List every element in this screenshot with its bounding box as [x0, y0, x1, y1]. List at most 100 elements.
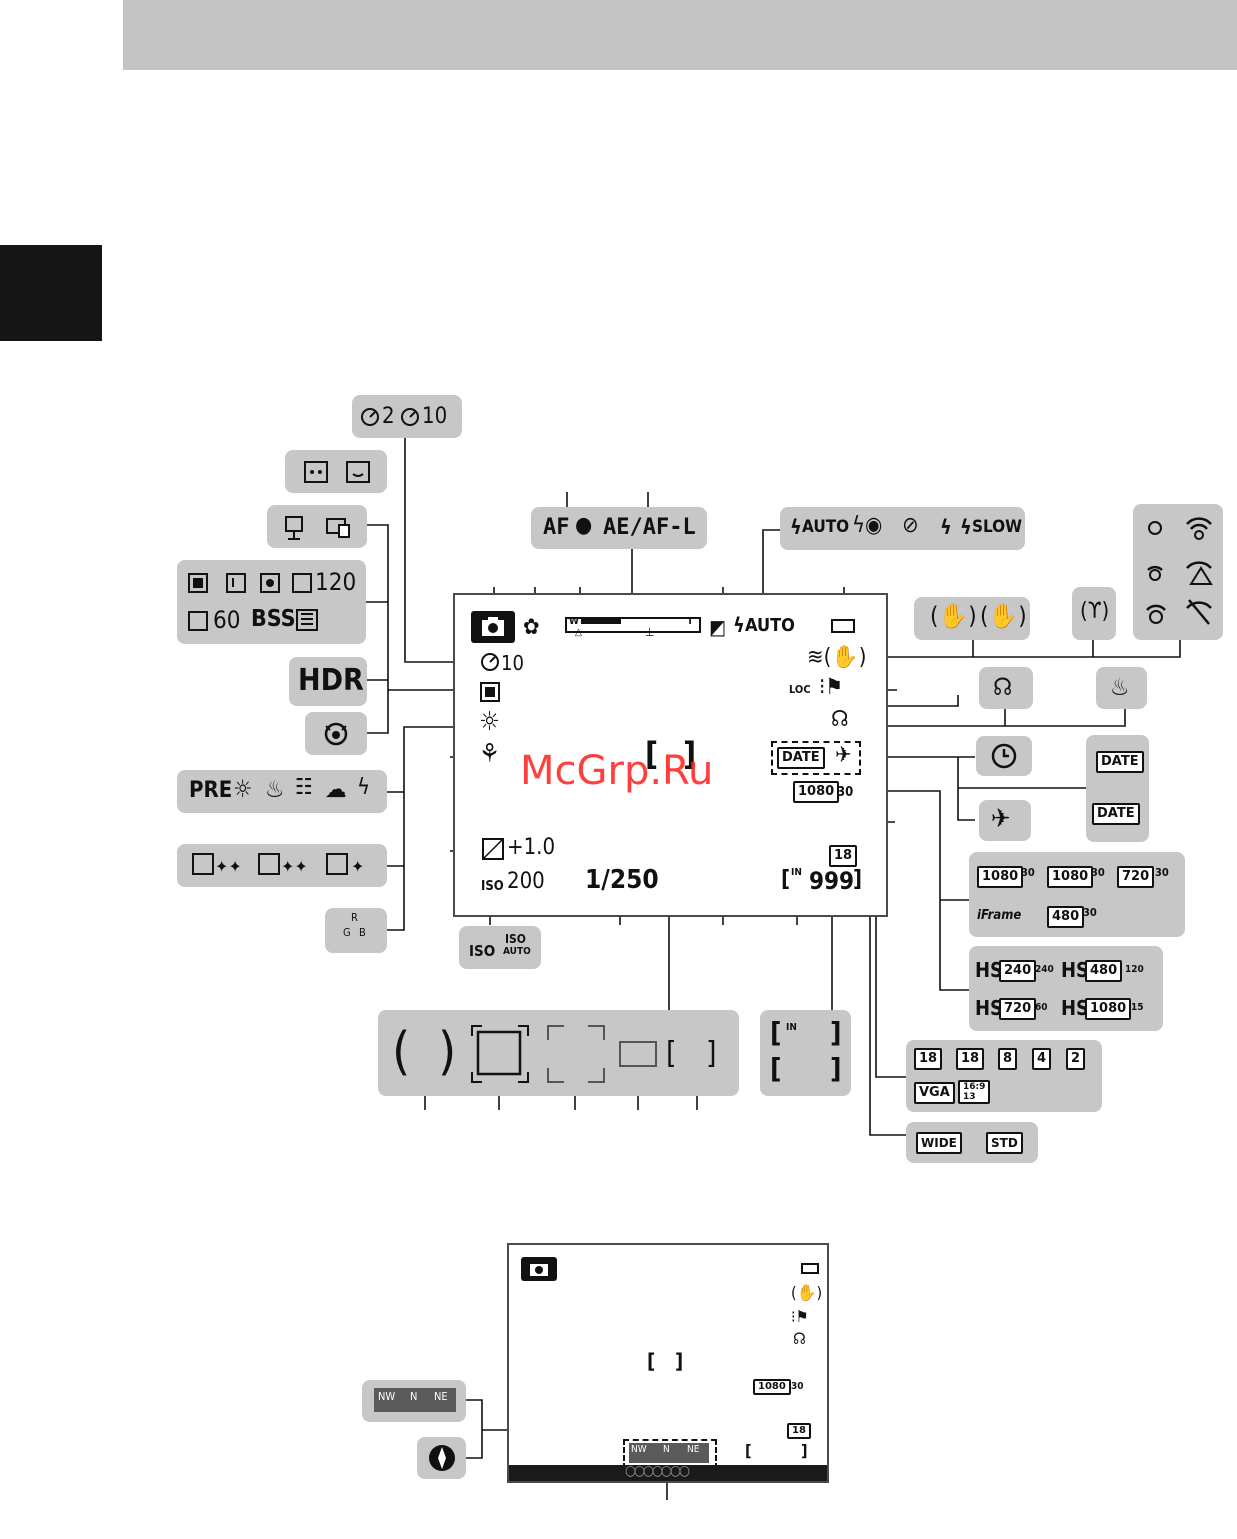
movie-resolution-chip: 1080	[793, 781, 840, 803]
pet-portrait-box	[285, 450, 387, 493]
white-balance-icon: ☼	[479, 707, 500, 737]
focus-bracket-right: ]	[683, 735, 697, 773]
iso-value: 200	[507, 869, 545, 894]
shutter-speed: 1/250	[585, 865, 659, 895]
target-finding-af-icon	[471, 1025, 529, 1083]
focus-bracket-right: ]	[675, 1349, 684, 1373]
rgb-b: B	[359, 926, 366, 939]
fill-flash-icon: ϟ	[940, 515, 952, 539]
size-16-9-mp: 13	[963, 1092, 976, 1102]
shooting-screen: ✿ W T △ ⊥ ◩ ϟ AUTO 10 ☼ ⚘ ≋(✋) LOC ⁝⚑ ☊ …	[453, 593, 888, 917]
card-bracket-right: ]	[830, 1052, 842, 1085]
hs-label: HS	[975, 996, 1004, 1020]
movie-1080p-chip: 1080	[1047, 866, 1094, 888]
rgb-r: R	[351, 911, 358, 924]
self-timer-icon	[401, 408, 419, 426]
continuous-60-icon	[188, 611, 208, 631]
vr-icon: (✋)	[791, 1283, 823, 1302]
movie-1080-chip: 1080	[977, 866, 1024, 888]
self-timer-value: 10	[501, 651, 524, 675]
blink-proof-icon	[324, 722, 348, 746]
continuous-box: 120 60 BSS	[177, 560, 366, 644]
compass-box: NW N NE	[362, 1380, 466, 1422]
panorama-wide-chip: WIDE	[916, 1132, 962, 1154]
compass-strip: NW N NE	[629, 1443, 709, 1463]
compass-strip: NW N NE	[374, 1388, 456, 1412]
date-stamp-box: DATE DATE	[1086, 735, 1149, 842]
iso-auto-label: AUTO	[503, 946, 531, 957]
daylight-icon: ☼	[233, 775, 253, 803]
flash-mode-box: ϟ AUTO ϟ◉ ⊘ ϟ ϟ SLOW	[780, 507, 1025, 550]
size-2-chip: 2	[1066, 1048, 1086, 1070]
header-band	[123, 0, 1237, 70]
compass-nw: NW	[378, 1390, 396, 1403]
hs-240-chip: 240	[999, 960, 1037, 982]
zoom-t-label: T	[687, 616, 694, 627]
size-18-star-chip: 18	[914, 1048, 943, 1070]
remote-box	[267, 505, 367, 548]
hs-label: HS	[1061, 996, 1090, 1020]
continuous-h-icon	[188, 573, 208, 593]
af-label: AF	[543, 515, 570, 540]
compass-n: N	[410, 1390, 418, 1403]
movie-options-box: 1080 30 1080 30 720 30 iFrame 480 30	[969, 852, 1185, 937]
memory-box: [ IN ] [ ]	[760, 1010, 851, 1096]
skin-softening-low-icon: ✦	[326, 853, 364, 876]
hs-movie-box: HS 240 240 HS 480 120 HS 720 60 HS 1080 …	[969, 946, 1163, 1031]
face-priority-right-bracket: )	[438, 1022, 457, 1082]
exposure-comp-icon	[482, 838, 504, 860]
af-indicator-icon: ●	[575, 513, 593, 538]
pre-label: PRE	[189, 778, 233, 803]
hs-720-chip: 720	[999, 998, 1037, 1020]
hs-720-fps: 60	[1035, 1002, 1048, 1013]
wifi-standby-icon	[1147, 565, 1163, 581]
movie-480-chip: 480	[1047, 906, 1085, 928]
quick-effects-icon: ◩	[709, 615, 727, 639]
movie-1080-fps: 30	[1021, 866, 1035, 879]
compass-ne: NE	[434, 1390, 448, 1403]
clock-icon	[991, 743, 1017, 769]
wifi-weak-icon	[1146, 604, 1166, 624]
flash-off-icon: ⊘	[902, 513, 919, 538]
multi-shot-16-icon	[296, 609, 318, 631]
movie-720-chip: 720	[1117, 866, 1155, 888]
panorama-box: WIDE STD	[906, 1122, 1038, 1163]
hdr-label: HDR	[298, 663, 364, 698]
svg-text:✦✦: ✦✦	[215, 857, 242, 876]
travel-box: ✈	[979, 800, 1031, 841]
memory-in-label: IN	[791, 867, 802, 878]
date-stamp-chip: DATE	[777, 747, 825, 769]
gps-log-icon: ☊	[831, 707, 849, 732]
frames-remaining: 999	[809, 867, 855, 895]
gps-reception-icon: ⁝⚑	[791, 1307, 809, 1326]
hs-label: HS	[1061, 958, 1090, 982]
digital-zoom-marker: ⊥	[645, 625, 655, 639]
hs-1080-chip: 1080	[1085, 998, 1132, 1020]
flash-mode-value: AUTO	[745, 615, 795, 636]
image-size-chip: 18	[787, 1423, 811, 1439]
compass-nw: NW	[631, 1444, 647, 1455]
size-4-chip: 4	[1032, 1048, 1052, 1070]
zoom-position-marker: △	[575, 627, 582, 638]
memory-bracket-left: [	[745, 1441, 752, 1460]
section-tab	[0, 245, 102, 341]
slow-sync-icon: ϟ	[960, 515, 972, 539]
eye-fi-box: (ϒ)	[1072, 587, 1116, 640]
self-timer-icon	[361, 408, 379, 426]
wind-noise-icon: ♨	[1110, 673, 1130, 701]
iso-auto-iso: ISO	[505, 932, 526, 946]
clock-box	[976, 736, 1032, 776]
color-options-box: R G B	[325, 908, 387, 953]
date-stamp-chip: DATE	[1096, 751, 1144, 773]
zoom-level-bar	[581, 619, 621, 624]
memory-bracket-right: ]	[830, 1016, 842, 1049]
continuous-mode-icon	[480, 682, 500, 702]
status-bar	[509, 1465, 827, 1481]
gps-reception-icon: ⁝⚑	[819, 675, 844, 700]
gps-dots: ○○○○○○○	[625, 1463, 690, 1479]
movie-720-fps: 30	[1155, 866, 1169, 879]
compass-screen: (✋) ⁝⚑ ☊ [ ] 1080 30 18 NW N NE [ ] ○○○○…	[507, 1243, 829, 1483]
pet-portrait-icon	[304, 461, 328, 483]
